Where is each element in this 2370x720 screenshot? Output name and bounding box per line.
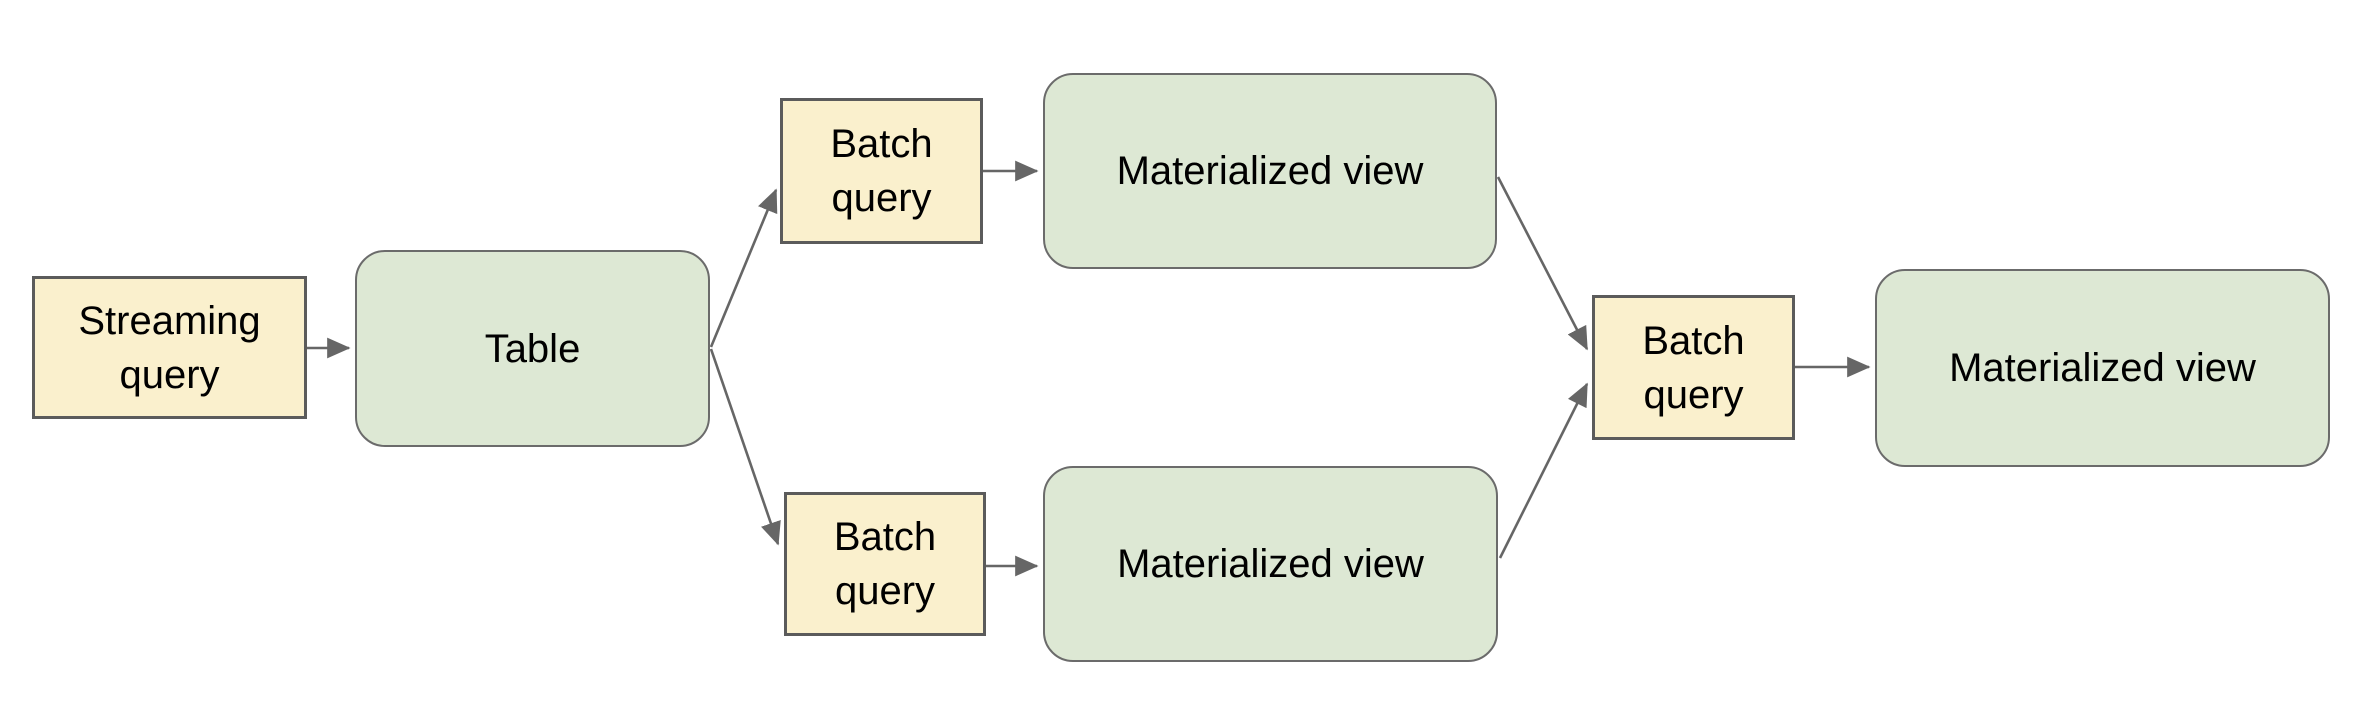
node-batch-query-bottom: Batch query (784, 492, 986, 636)
node-batch-query-right: Batch query (1592, 295, 1795, 440)
arrow-mv-bottom-to-batch-query-right (1498, 382, 1589, 559)
node-batch-query-top: Batch query (780, 98, 983, 244)
node-batch-query-bottom-label: Batch query (833, 515, 937, 613)
node-batch-query-top-label: Batch query (830, 122, 933, 220)
arrow-mv-top-to-batch-query-right (1496, 176, 1589, 351)
node-materialized-view-bottom-label: Materialized view (1117, 542, 1424, 586)
node-table: Table (355, 250, 710, 447)
node-materialized-view-right-label: Materialized view (1949, 346, 2256, 390)
node-table-label: Table (484, 326, 581, 371)
node-materialized-view-top-label: Materialized view (1116, 149, 1424, 193)
node-streaming-query-label: Streaming query (78, 298, 261, 397)
arrow-table-to-batch-query-bottom (709, 348, 781, 546)
node-materialized-view-top: Materialized view (1043, 73, 1497, 269)
node-materialized-view-bottom: Materialized view (1043, 466, 1498, 662)
arrow-table-to-batch-query-top (709, 188, 778, 348)
node-streaming-query: Streaming query (32, 276, 307, 419)
node-materialized-view-right: Materialized view (1875, 269, 2330, 467)
node-batch-query-right-label: Batch query (1642, 318, 1745, 417)
